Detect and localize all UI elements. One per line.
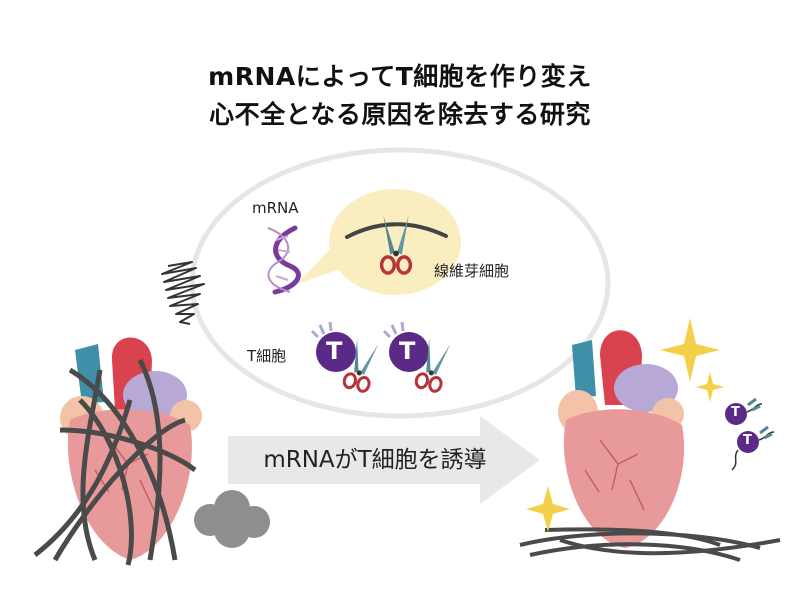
tcell-letter: T — [399, 337, 416, 365]
sparkle-icon — [526, 486, 570, 532]
tcell-label: T細胞 — [247, 347, 287, 365]
title-line-2: 心不全となる原因を除去する研究 — [209, 100, 591, 129]
arrow-label: mRNAがT細胞を誘導 — [263, 447, 487, 473]
tcell-with-scissors-1 — [310, 321, 382, 395]
stress-scribble — [161, 261, 205, 325]
fibroblast-label: 線維芽細胞 — [434, 262, 510, 280]
healthy-heart — [519, 330, 781, 562]
mrna-helix-icon — [267, 225, 301, 295]
tcell-letter: T — [731, 405, 740, 420]
tcell-with-scissors-2 — [382, 321, 454, 395]
mrna-label: mRNA — [252, 199, 299, 217]
tcell-letter: T — [326, 337, 343, 365]
title-line-1: mRNAによってT細胞を作り変え — [208, 62, 592, 91]
tcell-letter: T — [743, 433, 752, 448]
sparkle-icon — [696, 372, 724, 402]
process-arrow — [228, 416, 540, 504]
tcell-small-2 — [731, 425, 775, 471]
diagram-title: mRNAによってT細胞を作り変え 心不全となる原因を除去する研究 — [0, 58, 800, 134]
smoke-cloud — [194, 490, 270, 548]
sparkle-icon — [660, 318, 720, 382]
fibroblast-speech-bubble — [297, 189, 461, 295]
tcell-small-1 — [725, 397, 763, 425]
diseased-heart — [33, 337, 202, 566]
fibroblast-cell — [345, 222, 448, 239]
